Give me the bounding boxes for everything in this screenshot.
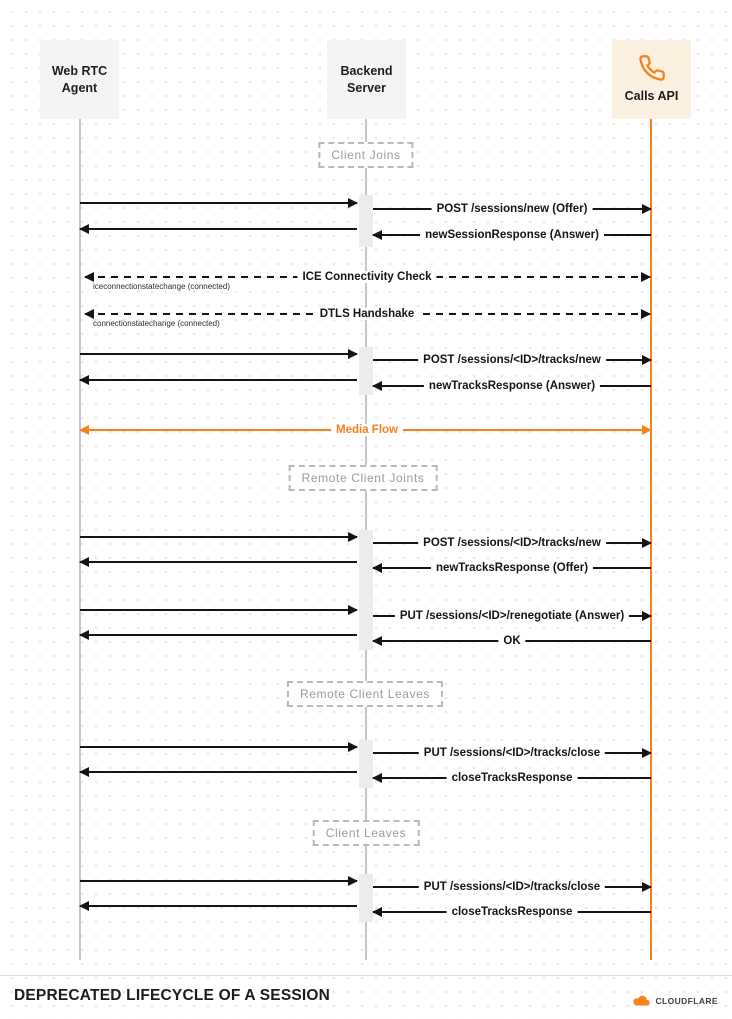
arrow-backend-to-agent xyxy=(79,375,357,385)
arrow-backend-to-agent xyxy=(79,557,357,567)
arrow-backend-to-agent xyxy=(79,630,357,640)
actor-webrtc-agent-label-line2: Agent xyxy=(61,80,98,95)
actor-backend-server-label-line1: Backend xyxy=(340,64,393,79)
arrow-backend-to-agent xyxy=(79,224,357,234)
message-label-put-tracks-close-2: PUT /sessions/<ID>/tracks/close xyxy=(418,881,606,893)
arrow-agent-to-backend xyxy=(80,742,358,752)
message-label-ok: OK xyxy=(498,635,526,647)
message-label-put-tracks-close-1: PUT /sessions/<ID>/tracks/close xyxy=(418,747,606,759)
section-client-leaves: Client Leaves xyxy=(312,820,420,846)
section-client-joins: Client Joins xyxy=(318,142,414,168)
actor-backend-server: Backend Server xyxy=(327,40,406,119)
footer-divider xyxy=(0,975,732,976)
activation-bar xyxy=(359,347,373,395)
message-label-close-tracks-response-2: closeTracksResponse xyxy=(446,906,578,918)
message-label-new-tracks-response-offer: newTracksResponse (Offer) xyxy=(430,562,594,574)
note-connectionstatechange: connectionstatechange (connected) xyxy=(93,319,220,328)
actor-webrtc-agent-label-line1: Web RTC xyxy=(51,64,108,79)
activation-bar xyxy=(359,530,373,650)
message-label-post-tracks-new-1: POST /sessions/<ID>/tracks/new xyxy=(418,354,606,366)
cloudflare-wordmark: CLOUDFLARE xyxy=(655,995,718,1006)
arrow-agent-to-backend xyxy=(80,349,358,359)
message-label-close-tracks-response-1: closeTracksResponse xyxy=(446,772,578,784)
cloudflare-cloud-icon xyxy=(633,995,651,1006)
message-label-post-tracks-new-2: POST /sessions/<ID>/tracks/new xyxy=(418,537,606,549)
arrow-agent-to-backend xyxy=(80,198,358,208)
arrow-backend-to-agent xyxy=(79,901,357,911)
activation-bar xyxy=(359,195,373,247)
cloudflare-logo: CLOUDFLARE xyxy=(631,995,718,1006)
arrow-agent-to-backend xyxy=(80,532,358,542)
section-remote-client-leaves: Remote Client Leaves xyxy=(286,681,444,707)
message-label-ice-check: ICE Connectivity Check xyxy=(297,271,437,283)
message-label-dtls-handshake: DTLS Handshake xyxy=(314,308,420,320)
actor-webrtc-agent: Web RTC Agent xyxy=(40,40,119,119)
message-label-post-sessions-new: POST /sessions/new (Offer) xyxy=(431,203,593,215)
phone-icon xyxy=(638,55,665,82)
note-iceconnectionstatechange: iceconnectionstatechange (connected) xyxy=(93,282,230,291)
arrow-backend-to-agent xyxy=(79,767,357,777)
lifeline-webrtc-agent xyxy=(79,119,81,960)
activation-bar xyxy=(359,874,373,922)
actor-calls-api: Calls API xyxy=(612,40,691,119)
section-remote-client-joins: Remote Client Joints xyxy=(288,465,438,491)
arrow-agent-to-backend xyxy=(80,605,358,615)
arrow-agent-to-backend xyxy=(80,876,358,886)
message-label-put-renegotiate: PUT /sessions/<ID>/renegotiate (Answer) xyxy=(394,610,630,622)
page-title: DEPRECATED LIFECYCLE OF A SESSION xyxy=(14,987,331,1004)
actor-calls-api-label: Calls API xyxy=(624,89,679,104)
message-label-media-flow: Media Flow xyxy=(331,424,403,436)
actor-backend-server-label-line2: Server xyxy=(347,80,386,95)
message-label-new-session-response: newSessionResponse (Answer) xyxy=(420,229,604,241)
activation-bar xyxy=(359,740,373,788)
message-label-new-tracks-response-answer: newTracksResponse (Answer) xyxy=(423,380,601,392)
